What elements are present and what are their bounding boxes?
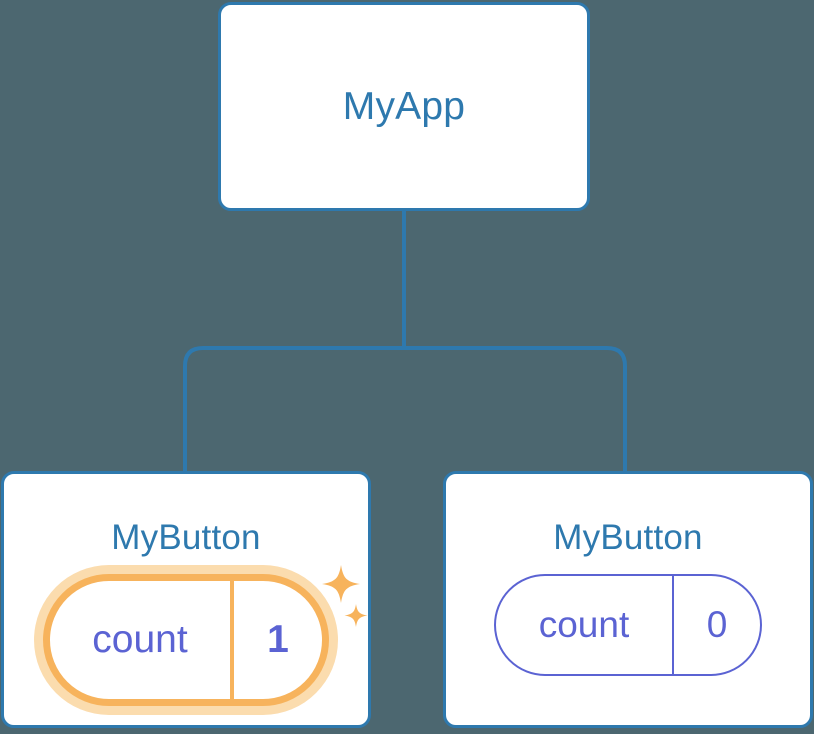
state-pill-left[interactable]: count 1 [43,574,329,706]
sparkle-icon [344,604,368,627]
node-mybutton-right[interactable]: MyButton count 0 [443,471,813,728]
state-pill-right-wrap: count 0 [494,574,762,676]
node-mybutton-left-body: MyButton count 1 [4,474,368,725]
node-myapp-title: MyApp [342,84,466,128]
state-pill-left-value: 1 [230,581,322,699]
state-pill-right[interactable]: count 0 [494,574,762,676]
node-mybutton-left[interactable]: MyButton count 1 [1,471,371,728]
node-mybutton-left-title: MyButton [111,518,261,557]
state-pill-left-key: count [92,618,188,661]
node-myapp[interactable]: MyApp [218,2,590,211]
node-mybutton-right-title: MyButton [553,518,703,557]
state-pill-right-key: count [538,604,630,645]
state-pill-left-wrap: count 1 [43,574,329,706]
node-mybutton-right-body: MyButton count 0 [446,474,810,725]
state-pill-right-value: 0 [672,576,760,674]
